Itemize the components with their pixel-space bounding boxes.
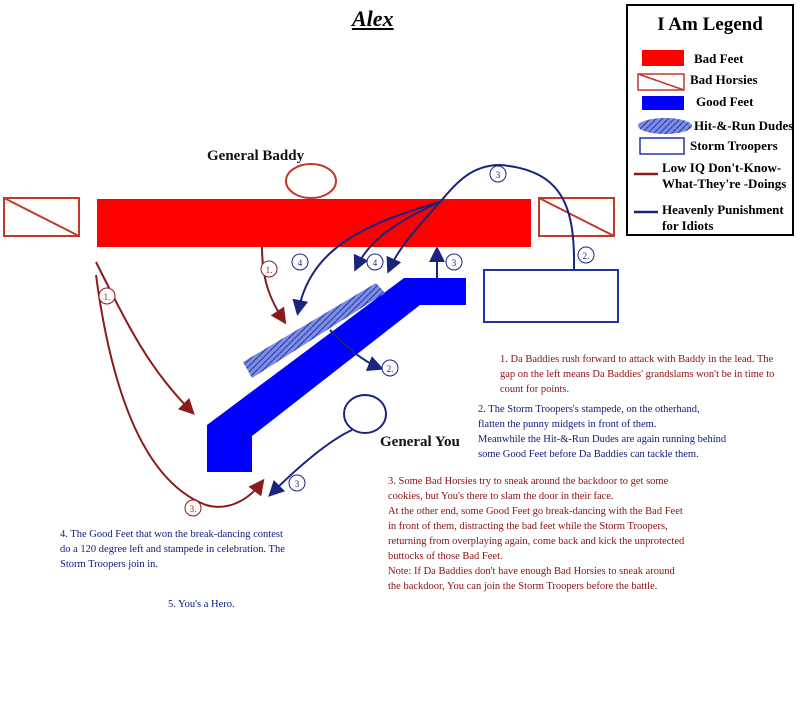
legend-label-bad-horsies: Bad Horsies <box>690 72 758 87</box>
general-you-label: General You <box>380 434 460 450</box>
blue-arrow-2-center <box>329 329 384 371</box>
legend-label-good-feet: Good Feet <box>696 94 754 109</box>
legend-label-blue-arrow: Heavenly Punishment for Idiots <box>662 202 784 234</box>
note-2: 2. The Storm Troopers's stampede, on the… <box>478 402 726 462</box>
note-3-line: in front of them, distracting the bad fe… <box>388 521 668 532</box>
tag-blue-2-center: 2. <box>387 364 394 374</box>
legend-title: I Am Legend <box>657 14 763 35</box>
legend-swatches <box>634 50 692 214</box>
tag-blue-4-left: 4 <box>298 258 303 268</box>
note-3-line: cookies, but You's there to slam the doo… <box>388 491 614 502</box>
note-3-line: the backdoor, You can join the Storm Tro… <box>388 581 658 592</box>
legend-swatch-bad-feet <box>642 50 684 66</box>
tag-circle-blue-4-mid <box>366 253 384 271</box>
note-1-line: count for points. <box>500 384 570 395</box>
general-you-circle <box>343 394 387 434</box>
hit-and-run-dudes <box>243 283 385 378</box>
note-2-line: flatten the punny midgets in front of th… <box>478 419 657 430</box>
diagram-title: Alex <box>352 6 394 31</box>
tag-circle-blue-3-right <box>445 253 463 271</box>
red-arrow-1-left <box>95 261 195 415</box>
blue-arrow-3-bottom <box>268 429 353 497</box>
blue-arrow-3-mid <box>386 201 441 274</box>
tag-circle-blue-2-center <box>381 359 399 377</box>
note-1-line: gap on the left means Da Baddies' grands… <box>500 369 775 380</box>
bad-horsie-left <box>3 197 80 237</box>
note-1-line: 1. Da Baddies rush forward to attack wit… <box>500 354 774 365</box>
note-3-line: Note: If Da Baddies don't have enough Ba… <box>388 566 675 577</box>
tag-blue-3-bottom: 3 <box>295 479 300 489</box>
blue-arrow-3-top <box>439 163 576 271</box>
tag-circle-red-1-mid <box>260 260 278 278</box>
legend-label-hit-and-run: Hit-&-Run Dudes <box>694 118 794 133</box>
bad-horsie-right <box>538 197 615 237</box>
tag-blue-3-right: 3 <box>452 258 457 268</box>
note-2-line: Meanwhile the Hit-&-Run Dudes are again … <box>478 434 727 445</box>
legend-label-storm-troopers: Storm Troopers <box>690 138 778 153</box>
legend-label-red-arrow: Low IQ Don't-Know- What-They're -Doings <box>662 160 786 192</box>
note-1: 1. Da Baddies rush forward to attack wit… <box>500 352 774 397</box>
tag-circle-blue-3-top <box>489 165 507 183</box>
note-4-line: 4. The Good Feet that won the break-danc… <box>60 529 283 540</box>
tag-circle-blue-3-bottom <box>288 474 306 492</box>
bad-feet-bar <box>97 199 531 247</box>
legend-red-arrow-line1: Low IQ Don't-Know- <box>662 160 782 175</box>
tag-blue-4-mid: 4 <box>373 258 378 268</box>
tag-circle-red-1-left <box>98 287 116 305</box>
general-baddy-circle <box>285 163 337 199</box>
tag-circle-red-3-bottom <box>184 499 202 517</box>
tag-red-1-mid: 1. <box>266 265 273 275</box>
tag-red-1-left: 1. <box>104 292 111 302</box>
red-arrow-1-mid <box>261 246 287 325</box>
red-arrow-3-bottom <box>95 274 265 508</box>
storm-troopers-box <box>483 269 619 323</box>
blue-arrow-4-mid <box>353 201 441 272</box>
note-2-line: 2. The Storm Troopers's stampede, on the… <box>478 404 700 415</box>
tag-circle-blue-2-right <box>577 246 595 264</box>
note-3-line: buttocks of those Bad Feet. <box>388 551 503 562</box>
blue-arrow-4-left <box>292 201 441 316</box>
note-5: 5. You's a Hero. <box>168 599 235 610</box>
note-3-line: At the other end, some Good Feet go brea… <box>388 506 683 517</box>
legend-box: I Am Legend Bad Feet Bad Horsies Good Fe… <box>626 4 794 236</box>
legend-swatch-hit-and-run <box>638 118 692 134</box>
good-feet-shape <box>207 278 466 472</box>
tag-circle-blue-4-left <box>291 253 309 271</box>
note-3-line: returning from overplaying again, come b… <box>388 536 685 547</box>
note-2-line: some Good Feet before Da Baddies can tac… <box>478 449 699 460</box>
note-4-line: Storm Troopers join in. <box>60 559 159 570</box>
note-4-line: do a 120 degree left and stampede in cel… <box>60 544 285 555</box>
note-4: 4. The Good Feet that won the break-danc… <box>60 527 285 572</box>
legend-label-bad-feet: Bad Feet <box>694 51 744 66</box>
legend-swatch-good-feet <box>642 96 684 110</box>
legend-red-arrow-line2: What-They're -Doings <box>662 176 787 191</box>
legend-blue-arrow-line1: Heavenly Punishment <box>662 202 784 217</box>
note-3: 3. Some Bad Horsies try to sneak around … <box>388 474 684 594</box>
legend-swatch-storm-troopers <box>639 137 685 155</box>
note-3-line: 3. Some Bad Horsies try to sneak around … <box>388 476 669 487</box>
legend-swatch-bad-horsies <box>637 73 685 91</box>
tag-blue-3-top: 3 <box>496 170 501 180</box>
legend-blue-arrow-line2: for Idiots <box>662 218 714 233</box>
tag-blue-2-right: 2. <box>583 251 590 261</box>
general-baddy-label: General Baddy <box>207 148 305 164</box>
tag-red-3-bottom: 3. <box>190 504 197 514</box>
